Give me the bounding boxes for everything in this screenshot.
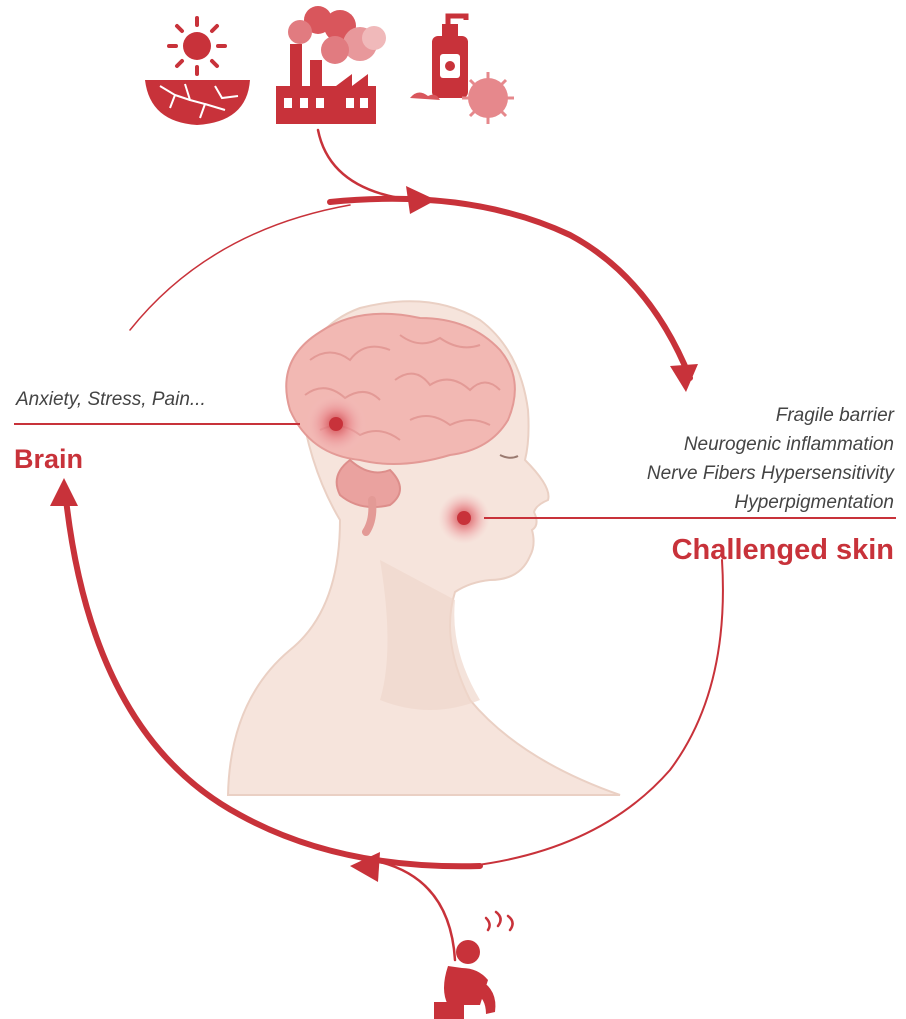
sun-dry-earth-icon [145,18,250,125]
brain-hotspot [306,394,366,454]
skin-title: Challenged skin [672,534,894,567]
stressed-person-icon [434,912,513,1019]
brain-notes: Anxiety, Stress, Pain... [16,389,206,411]
skin-notes: Fragile barrier Neurogenic inflammation … [647,401,894,517]
microbe-icon [462,72,514,124]
cosmetic-bottle-microbe-icon [410,16,514,124]
skin-note-item: Fragile barrier [647,401,894,430]
skin-note-item: Neurogenic inflammation [647,430,894,459]
factory-pollution-icon [276,6,386,124]
skin-note-item: Nerve Fibers Hypersensitivity [647,459,894,488]
brain-title: Brain [14,444,83,475]
skin-hotspot [438,492,490,544]
skin-note-item: Hyperpigmentation [647,488,894,517]
